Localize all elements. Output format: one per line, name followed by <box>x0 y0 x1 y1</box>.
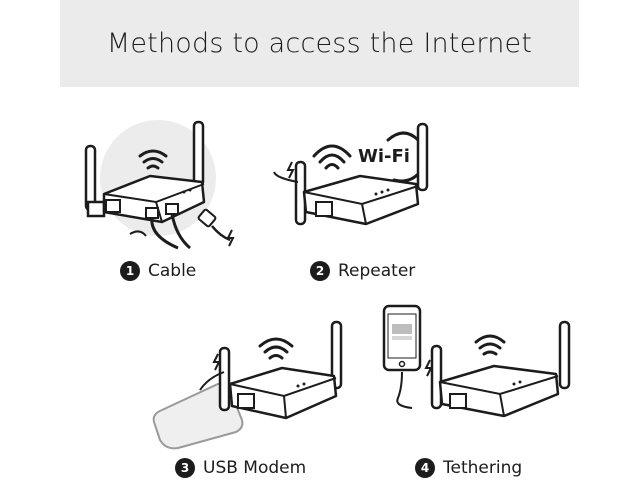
cable-line <box>273 171 299 183</box>
antenna-left <box>218 346 231 412</box>
method-caption-4: 4 Tethering <box>415 458 522 478</box>
antenna-right <box>192 120 205 188</box>
method-repeater-illustration: Wi-Fi <box>270 118 470 258</box>
step-number-badge: 2 <box>310 261 330 281</box>
wifi-signal-icon <box>138 149 168 170</box>
method-label: Tethering <box>443 458 523 478</box>
lightning-icon <box>226 229 235 247</box>
antenna-left <box>84 144 97 212</box>
smartphone-icon <box>382 304 422 372</box>
method-caption-2: 2 Repeater <box>310 261 415 281</box>
wifi-signal-icon <box>474 334 506 356</box>
step-number-badge: 3 <box>175 458 195 478</box>
method-label: Cable <box>148 261 197 281</box>
antenna-right <box>330 320 343 390</box>
method-cable-illustration <box>80 118 280 258</box>
step-number-badge: 1 <box>120 261 140 281</box>
step-number-badge: 4 <box>415 458 435 478</box>
method-usb-modem-illustration <box>148 318 348 458</box>
ethernet-cable-icon <box>129 203 231 250</box>
lightning-icon <box>212 353 221 371</box>
cable-line <box>199 371 225 391</box>
router-icon <box>228 366 338 420</box>
router-icon <box>438 364 560 418</box>
method-tethering-illustration <box>380 302 580 442</box>
wifi-logo-text: Wi-Fi <box>358 146 410 167</box>
method-label: USB Modem <box>203 458 307 478</box>
wifi-signal-icon <box>258 337 294 360</box>
lightning-icon <box>424 359 433 377</box>
router-icon <box>302 174 420 226</box>
header-banner: Methods to access the Internet <box>60 0 579 87</box>
lightning-icon <box>286 161 295 179</box>
cable-line <box>396 371 413 409</box>
method-label: Repeater <box>338 261 416 281</box>
antenna-left <box>430 344 443 410</box>
antenna-right <box>558 320 571 390</box>
antenna-right <box>416 122 429 192</box>
page-title: Methods to access the Internet <box>106 28 533 59</box>
method-caption-3: 3 USB Modem <box>175 458 306 478</box>
method-caption-1: 1 Cable <box>120 261 196 281</box>
